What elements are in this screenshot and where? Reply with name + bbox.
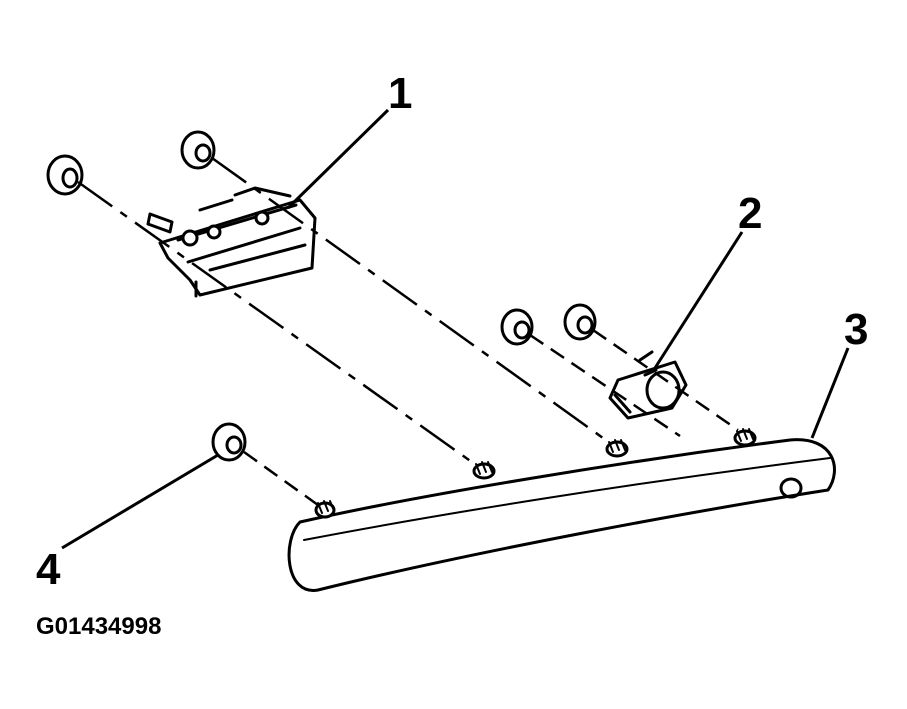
callout-1: 1 <box>388 69 412 118</box>
handle-bar <box>287 438 836 592</box>
stud <box>472 461 496 480</box>
bar-studs <box>314 428 757 519</box>
left-bracket <box>146 186 317 298</box>
nut-middle-2 <box>563 303 597 341</box>
callout-2: 2 <box>738 189 762 238</box>
leader-lines <box>61 108 850 550</box>
nut-middle-1 <box>500 308 534 346</box>
callout-3: 3 <box>844 305 868 354</box>
figure-id: G01434998 <box>36 613 161 640</box>
right-bracket <box>608 350 688 420</box>
callout-4: 4 <box>36 545 61 594</box>
stud <box>605 439 629 458</box>
nut-lower <box>211 422 247 462</box>
nut-upper-left-1 <box>46 154 84 196</box>
stud <box>314 500 336 519</box>
assembly-lines <box>77 156 739 507</box>
stud <box>733 428 757 447</box>
nut-upper-left-2 <box>180 130 216 170</box>
